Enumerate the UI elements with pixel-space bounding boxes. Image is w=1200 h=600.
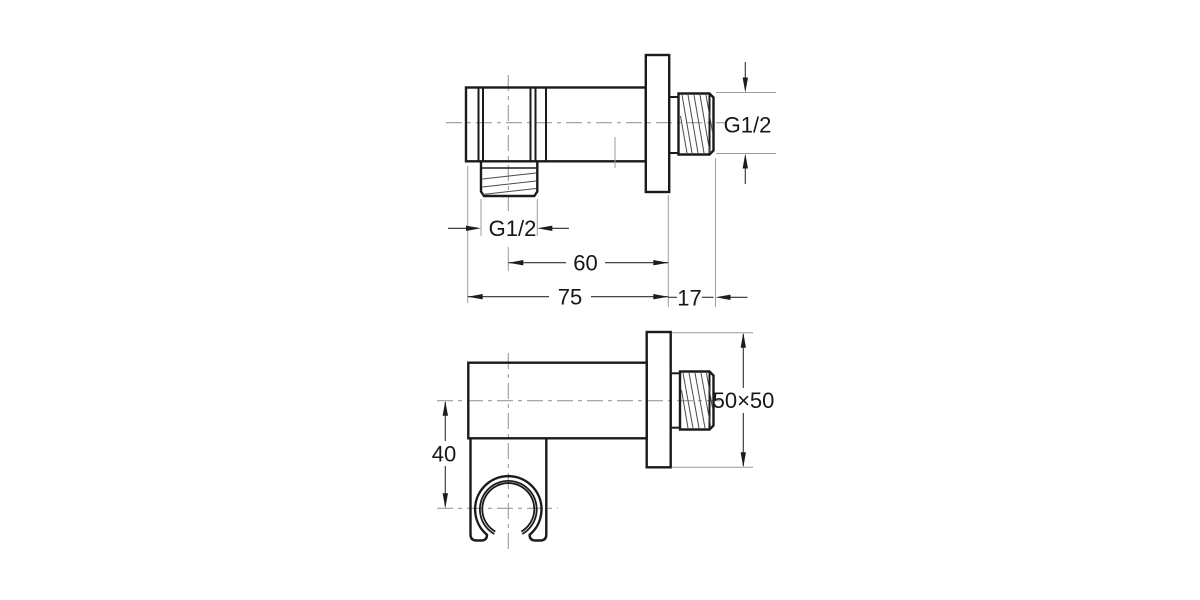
dim-label-wall-thread-length: 17 xyxy=(677,286,701,311)
wall-thread-nipple xyxy=(668,92,715,156)
dim-outlet-thread: G1/2 xyxy=(448,216,569,241)
top-view: G1/2 60 75 17 xyxy=(446,53,776,311)
top-view-centerlines xyxy=(446,75,726,212)
dim-wall-plate-size: 50×50 xyxy=(713,332,775,468)
dim-label-outlet-thread: G1/2 xyxy=(489,216,537,241)
wall-thread-nipple-bottom xyxy=(669,370,715,431)
handset-holder xyxy=(469,438,548,542)
dim-holder-offset: 40 xyxy=(432,400,456,509)
outlet-thread-stub xyxy=(479,161,539,198)
wall-flange xyxy=(644,53,671,194)
dim-wall-thread-length: 17 xyxy=(668,286,748,311)
bottom-view: 40 50×50 xyxy=(432,330,775,551)
wall-flange-bottom xyxy=(645,330,672,469)
dim-wall-thread: G1/2 xyxy=(724,62,772,184)
dim-body-length: 75 xyxy=(467,285,669,310)
valve-body xyxy=(464,86,648,168)
dim-label-center-to-wall: 60 xyxy=(573,251,597,276)
dim-label-holder-offset: 40 xyxy=(432,442,456,467)
top-view-extension-lines xyxy=(467,92,776,307)
dim-center-to-wall: 60 xyxy=(508,251,669,276)
bottom-view-extension-lines xyxy=(672,332,753,468)
bottom-view-centerlines xyxy=(437,353,720,551)
dim-label-wall-thread: G1/2 xyxy=(724,113,772,138)
dim-label-wall-plate-size: 50×50 xyxy=(713,388,775,413)
dim-label-body-length: 75 xyxy=(558,285,582,310)
